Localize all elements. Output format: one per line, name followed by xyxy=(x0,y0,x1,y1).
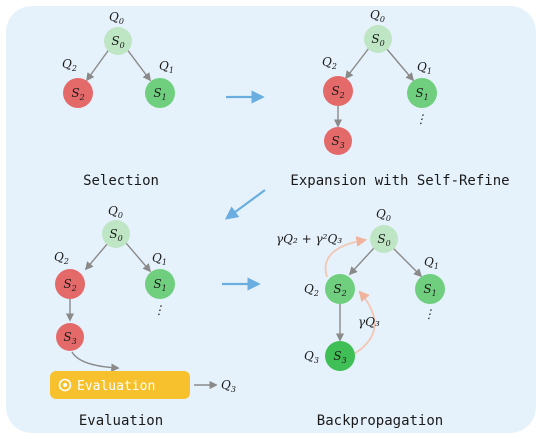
node-s1 xyxy=(407,78,437,108)
edge-s0-s2 xyxy=(344,47,370,80)
q0-label: Q0 xyxy=(370,8,385,24)
node-s2-label: S2 xyxy=(63,277,76,293)
ellipsis: ⋮ xyxy=(423,307,435,321)
node-s1-label: S1 xyxy=(153,277,166,293)
caption-evaluation: Evaluation xyxy=(79,413,163,429)
evaluation-box xyxy=(50,371,190,399)
node-s3 xyxy=(325,341,355,371)
backprop-arc-upper xyxy=(324,236,368,278)
edge-s3-evaluation xyxy=(71,351,120,372)
node-s1-label: S1 xyxy=(423,282,436,298)
node-s2-label: S2 xyxy=(333,282,346,298)
edge-s0-s2 xyxy=(348,247,375,276)
backprop-label-lower: γQ₃ xyxy=(358,315,380,329)
node-s3 xyxy=(324,127,352,155)
q0-label: Q0 xyxy=(109,10,124,26)
q3-label: Q3 xyxy=(304,349,319,365)
q2-label: Q2 xyxy=(54,250,69,266)
node-s2 xyxy=(325,274,355,304)
evaluation-panel: S0 Q0 S2 Q2 S1 Q1 ⋮ S3 Evaluation Q3 Eva… xyxy=(50,204,236,429)
edge-s0-s1 xyxy=(125,242,152,273)
node-s0 xyxy=(104,27,132,55)
node-s0-label: S0 xyxy=(111,34,124,50)
node-s2 xyxy=(55,269,85,299)
expansion-panel: S0 Q0 S2 Q2 S1 Q1 ⋮ S3 Expansion with Se… xyxy=(290,8,509,189)
node-s3-label: S3 xyxy=(63,330,76,346)
node-s1 xyxy=(415,274,445,304)
flow-arrow-2 xyxy=(224,189,266,220)
q2-label: Q2 xyxy=(322,55,337,71)
q0-label: Q0 xyxy=(376,207,391,223)
q3-label: Q3 xyxy=(221,378,236,394)
node-s1 xyxy=(145,269,175,299)
node-s0-label: S0 xyxy=(109,227,122,243)
ellipsis: ⋮ xyxy=(153,303,165,317)
node-s2 xyxy=(63,78,93,108)
node-s3 xyxy=(56,323,84,351)
q1-label: Q1 xyxy=(424,255,439,271)
edge-s0-s2 xyxy=(84,242,109,271)
node-s3-label: S3 xyxy=(331,134,344,150)
gear-icon xyxy=(58,378,72,392)
q2-label: Q2 xyxy=(304,282,319,298)
q1-label: Q1 xyxy=(417,60,432,76)
node-s0-label: S0 xyxy=(371,32,384,48)
node-s0 xyxy=(364,25,392,53)
selection-panel: S0 Q0 S2 Q2 S1 Q1 Selection xyxy=(62,10,175,189)
q1-label: Q1 xyxy=(152,251,167,267)
q2-label: Q2 xyxy=(62,57,77,73)
node-s2-label: S2 xyxy=(331,84,344,100)
ellipsis: ⋮ xyxy=(415,112,427,126)
q1-label: Q1 xyxy=(159,59,174,75)
node-s3-label: S3 xyxy=(333,349,346,365)
caption-selection: Selection xyxy=(83,173,159,189)
node-s1 xyxy=(145,78,175,108)
node-s0 xyxy=(102,220,130,248)
node-s1-label: S1 xyxy=(415,86,428,102)
diagram-panel xyxy=(6,6,536,433)
backprop-label-upper: γQ₂ + γ²Q₃ xyxy=(276,232,342,246)
node-s0-label: S0 xyxy=(377,232,390,248)
caption-expansion: Expansion with Self-Refine xyxy=(290,173,509,189)
evaluation-box-label: Evaluation xyxy=(77,379,155,394)
node-s2 xyxy=(323,76,353,106)
edge-s0-s1 xyxy=(385,47,415,82)
caption-backpropagation: Backpropagation xyxy=(317,413,443,429)
node-s2-label: S2 xyxy=(71,86,84,102)
edge-s0-s2 xyxy=(86,47,111,82)
backprop-arc-lower xyxy=(353,290,376,355)
edge-s0-s1 xyxy=(392,247,423,278)
edge-s0-s1 xyxy=(125,47,152,82)
node-s1-label: S1 xyxy=(153,86,166,102)
q0-label: Q0 xyxy=(108,204,123,220)
backprop-panel: S0 Q0 S2 Q2 S1 Q1 ⋮ S3 Q3 γQ₂ + γ²Q₃ γQ₃… xyxy=(276,207,445,429)
node-s0 xyxy=(370,225,398,253)
